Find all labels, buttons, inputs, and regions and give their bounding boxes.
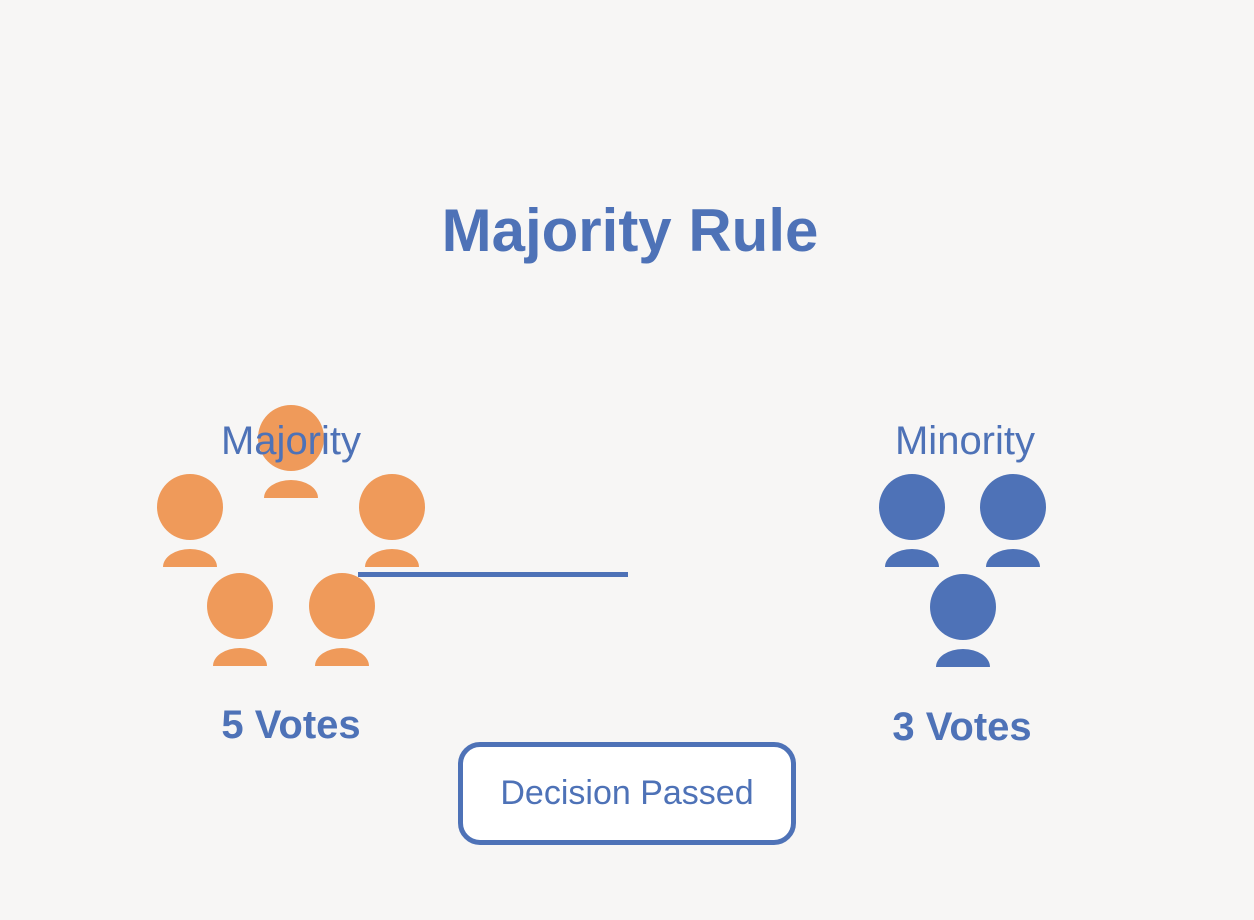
person-icon [980, 474, 1046, 567]
person-head [309, 573, 375, 639]
person-head [980, 474, 1046, 540]
person-icon [207, 573, 273, 666]
person-icon [879, 474, 945, 567]
person-head [207, 573, 273, 639]
person-icon [157, 474, 223, 567]
person-icon [258, 405, 324, 498]
minority-group-label: Minority [894, 419, 1036, 463]
divider-line [358, 572, 628, 577]
minority-votes-label: 3 Votes [892, 705, 1032, 749]
person-shoulders [936, 649, 990, 667]
person-icon [359, 474, 425, 567]
person-shoulders [365, 549, 419, 567]
person-icon [930, 574, 996, 667]
person-shoulders [986, 549, 1040, 567]
person-head [930, 574, 996, 640]
majority-group-label: Majority [220, 419, 362, 463]
person-shoulders [163, 549, 217, 567]
decision-passed-button[interactable]: Decision Passed [458, 742, 796, 845]
person-shoulders [264, 480, 318, 498]
majority-votes-label: 5 Votes [221, 703, 361, 747]
person-head [879, 474, 945, 540]
person-head [359, 474, 425, 540]
person-head [157, 474, 223, 540]
page-title: Majority Rule [441, 197, 819, 264]
person-shoulders [315, 648, 369, 666]
person-shoulders [213, 648, 267, 666]
person-icon [309, 573, 375, 666]
person-shoulders [885, 549, 939, 567]
person-head [258, 405, 324, 471]
